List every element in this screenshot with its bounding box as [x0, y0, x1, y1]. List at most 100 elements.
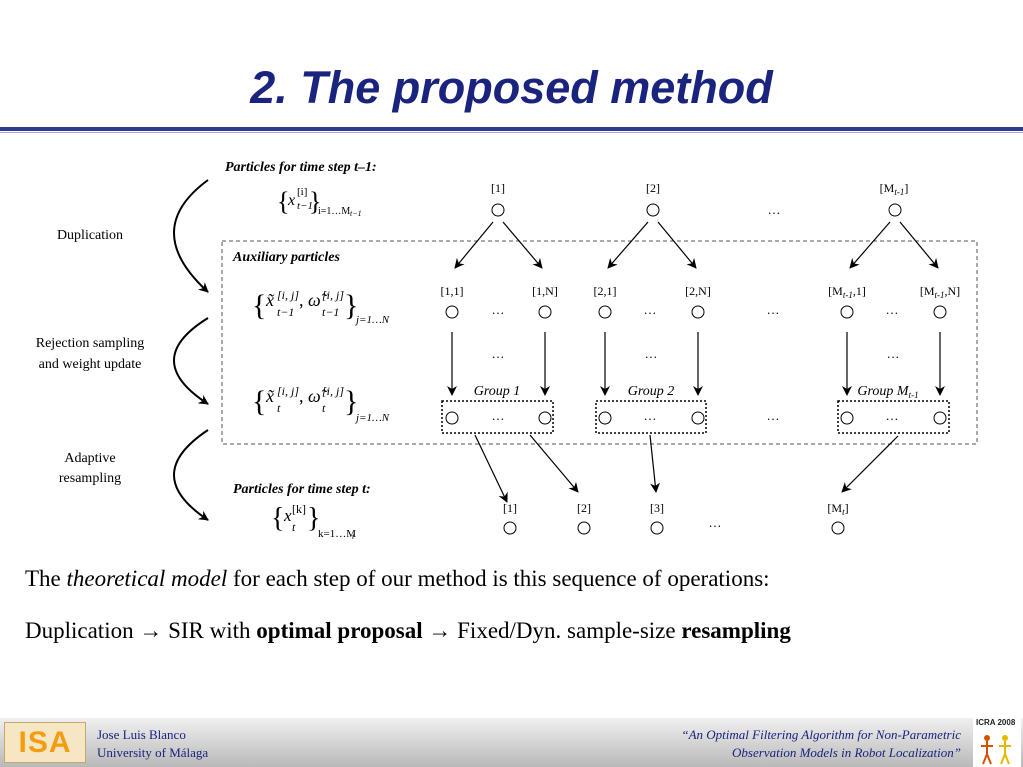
text-segment: Duplication [25, 618, 140, 643]
label-next-3: [3] [650, 501, 664, 515]
node-group-1-b [538, 411, 552, 425]
node-aux-1-1 [445, 305, 459, 319]
svg-text:x: x [283, 506, 292, 525]
label-aux-2-1: [2,1] [594, 284, 617, 298]
arrow-dup-1b [502, 221, 543, 269]
group-label-m: Group Mt-1 [857, 384, 918, 400]
isa-logo: ISA [4, 722, 86, 763]
conference-logo: ICRA 2008 [973, 718, 1021, 767]
ellipsis-mid-m: … [887, 346, 900, 361]
curve-arrow-duplication [173, 179, 209, 293]
svg-text:[i]: [i] [297, 186, 307, 198]
ellipsis-next: … [709, 515, 722, 530]
label-aux-2-n: [2,N] [685, 284, 711, 298]
text-segment: The [25, 566, 67, 591]
description-line-1: The theoretical model for each step of o… [25, 566, 770, 592]
svg-text:k=1…M: k=1…M [318, 528, 356, 540]
ellipsis-aux-mid: … [767, 302, 780, 317]
curve-arrow-rejection [173, 317, 209, 405]
svg-text:{: { [277, 187, 289, 216]
slide-footer: ISA Jose Luis Blanco University of Málag… [0, 718, 1023, 767]
text-segment: for each step of our method is this sequ… [227, 566, 770, 591]
svg-text:t−1: t−1 [277, 305, 294, 319]
node-group-1-a [445, 411, 459, 425]
description-line-2: Duplication → SIR with optimal proposal … [25, 618, 791, 644]
node-aux-2-1 [598, 305, 612, 319]
svg-text:t: t [322, 401, 326, 415]
text-strong: optimal proposal [256, 618, 423, 643]
node-aux-2-n [691, 305, 705, 319]
node-next-2 [577, 521, 591, 535]
label-prev-1: [1] [491, 181, 505, 195]
author-name: Jose Luis Blanco [97, 727, 186, 742]
ellipsis-aux-m: … [886, 302, 899, 317]
label-aux-m-1: [Mt-1,1] [828, 284, 866, 300]
svg-text:,: , [299, 290, 304, 310]
arrow-res-2 [529, 434, 579, 493]
label-next-1: [1] [503, 501, 517, 515]
svg-text:i=1…M: i=1…M [318, 206, 350, 217]
svg-text:j=1…N: j=1…N [354, 314, 390, 326]
svg-text:[i, j]: [i, j] [322, 288, 344, 302]
label-aux-1-1: [1,1] [441, 284, 464, 298]
author-affiliation: University of Málaga [97, 745, 209, 760]
svg-text:j=1…N: j=1…N [354, 412, 390, 424]
stage-adaptive-1: Adaptive [64, 451, 115, 466]
svg-text:[i, j]: [i, j] [277, 384, 299, 398]
svg-text:}: } [309, 187, 321, 216]
svg-text:}: } [307, 503, 320, 534]
arrow-icon: → [139, 618, 163, 643]
arrow-res-3 [649, 434, 661, 493]
ellipsis-aux-2: … [644, 302, 657, 317]
node-next-3 [650, 521, 664, 535]
talk-title-line-2: Observation Models in Robot Localization… [732, 745, 961, 760]
svg-text:[i, j]: [i, j] [277, 288, 299, 302]
svg-text:t−1: t−1 [350, 209, 362, 218]
ellipsis-mid-2: … [645, 346, 658, 361]
node-next-1 [503, 521, 517, 535]
stage-rejection-2: and weight update [39, 357, 142, 372]
stage-duplication: Duplication [57, 228, 123, 243]
author-block: Jose Luis Blanco University of Málaga [97, 726, 208, 762]
node-aux-m-n [933, 305, 947, 319]
group-box-2 [595, 400, 707, 434]
label-next-2: [2] [577, 501, 591, 515]
svg-text:x̃: x̃ [265, 386, 275, 406]
arrow-icon: → [428, 618, 452, 643]
svg-text:x̃: x̃ [265, 290, 275, 310]
svg-text:{: { [252, 289, 266, 322]
conference-figure-icon [981, 735, 1011, 765]
node-prev-2 [646, 203, 660, 217]
node-next-m [831, 521, 845, 535]
arrow-res-1 [474, 434, 508, 503]
title-rule [0, 127, 1023, 131]
label-aux-m-n: [Mt-1,N] [920, 284, 960, 300]
node-group-m-a [840, 411, 854, 425]
label-aux-1-n: [1,N] [532, 284, 558, 298]
svg-text:t: t [277, 401, 281, 415]
node-group-m-b [933, 411, 947, 425]
method-diagram: Duplication Rejection sampling and weigh… [36, 160, 978, 541]
svg-text:t: t [352, 532, 355, 541]
ellipsis-mid-1: … [492, 346, 505, 361]
ellipsis-group-m: … [886, 408, 899, 423]
arrow-dup-ma [849, 221, 891, 269]
group-box-1 [441, 400, 554, 434]
text-emphasis: theoretical model [66, 566, 228, 591]
arrow-dup-1a [454, 221, 494, 269]
group-label-1: Group 1 [474, 384, 521, 399]
svg-text:{: { [271, 503, 284, 534]
ellipsis-group-2: … [644, 408, 657, 423]
svg-text:{: { [252, 385, 266, 418]
svg-text:}: } [344, 385, 358, 418]
ellipsis-prev: … [768, 202, 781, 217]
formula-aux-curr: { x̃ [i, j] t , ω̃ [i, j] t } j=1…N [252, 384, 390, 424]
header-next-particles: Particles for time step t: [233, 482, 371, 497]
arrow-dup-mb [899, 221, 939, 269]
header-prev-particles: Particles for time step t–1: [225, 160, 377, 175]
stage-adaptive-2: resampling [59, 471, 121, 486]
label-prev-2: [2] [646, 181, 660, 195]
conference-label: ICRA 2008 [976, 718, 1016, 727]
node-group-2-b [691, 411, 705, 425]
node-aux-1-n [538, 305, 552, 319]
